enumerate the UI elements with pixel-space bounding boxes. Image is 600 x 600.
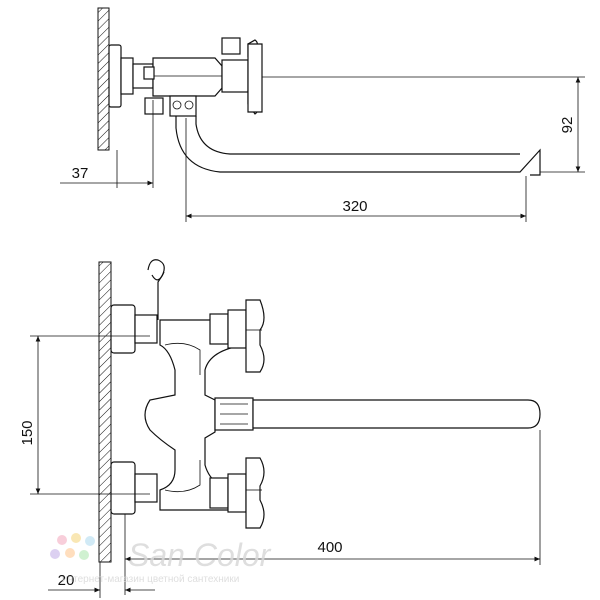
total-length-label: 400 bbox=[317, 539, 342, 556]
watermark: San Color интернет-магазин цветной санте… bbox=[50, 533, 272, 585]
watermark-dot bbox=[85, 536, 95, 546]
mixer-body bbox=[144, 319, 246, 511]
wall-hatch-top bbox=[97, 7, 110, 151]
watermark-dot bbox=[57, 535, 67, 545]
spout-height-label: 92 bbox=[559, 117, 576, 134]
watermark-dot bbox=[71, 533, 81, 543]
lower-handle bbox=[245, 457, 265, 529]
spout-length-label: 320 bbox=[342, 198, 367, 215]
wall-flange-top bbox=[108, 44, 122, 108]
watermark-dot bbox=[65, 548, 75, 558]
spout-top bbox=[175, 116, 541, 176]
front-view-drawing: 150 400 20 bbox=[19, 259, 541, 598]
watermark-tagline: интернет-магазин цветной сантехники bbox=[62, 574, 239, 585]
side-view-drawing: 92 320 37 bbox=[60, 7, 585, 222]
watermark-dot bbox=[50, 549, 60, 559]
wall-offset-label: 20 bbox=[58, 572, 75, 589]
spout-front bbox=[252, 399, 541, 429]
shower-hook bbox=[147, 259, 165, 320]
handle-spacing-label: 150 bbox=[19, 420, 36, 445]
wall-hatch-bottom bbox=[98, 261, 112, 563]
spout-nut-top bbox=[169, 95, 197, 117]
watermark-dot bbox=[79, 550, 89, 560]
body-width-label: 37 bbox=[72, 165, 89, 182]
valve-body-top bbox=[152, 57, 223, 97]
watermark-brand: San Color bbox=[128, 537, 272, 573]
upper-handle bbox=[245, 299, 265, 373]
